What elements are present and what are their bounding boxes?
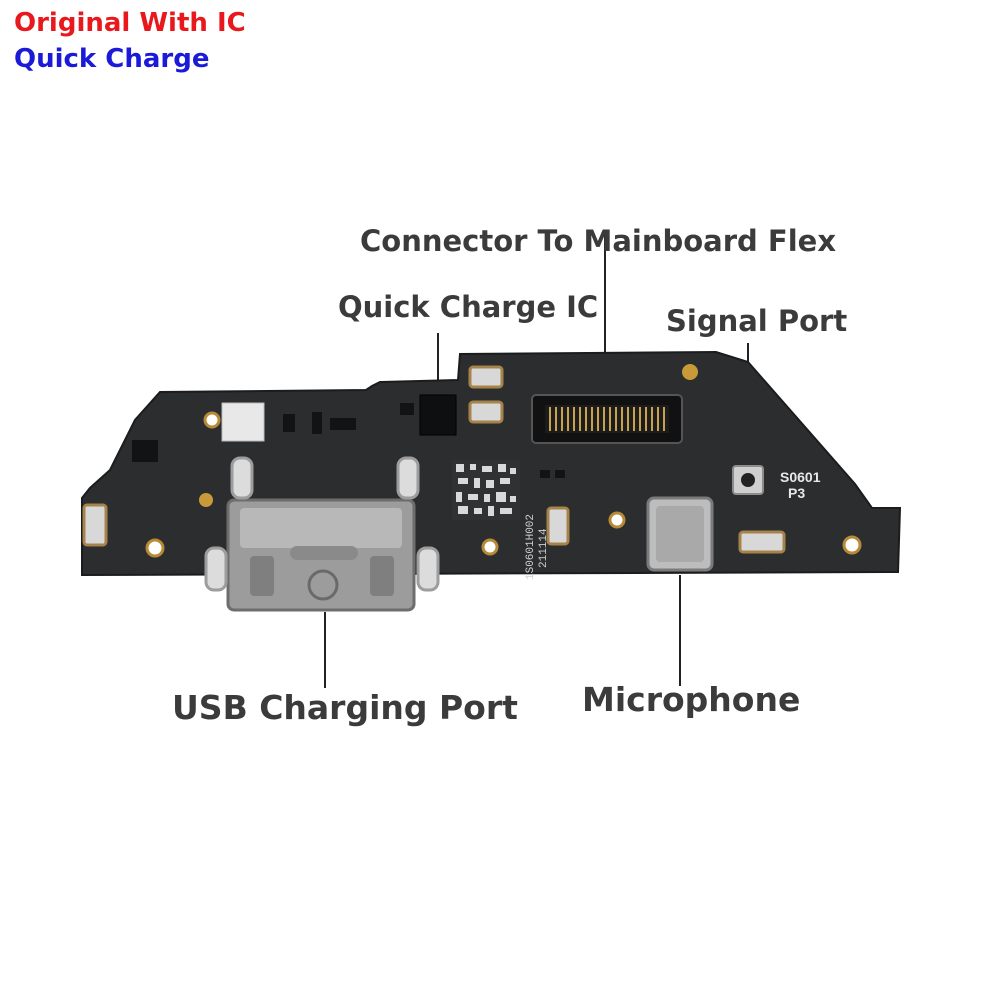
quick-charge-ic-chip [419, 394, 457, 436]
usb-solder-tabs [204, 456, 440, 592]
connector-label: Connector To Mainboard Flex [360, 224, 837, 258]
microphone-label: Microphone [582, 680, 801, 719]
date-code-text: 211114 [538, 528, 550, 568]
mainboard-flex-connector [531, 394, 683, 444]
shield-sticker [221, 402, 265, 442]
quick-charge-ic-label: Quick Charge IC [338, 290, 599, 324]
signal-port-label: Signal Port [666, 304, 848, 338]
part-code-text: 1S0601H002 [525, 514, 537, 580]
quick-charge-tag: Quick Charge [14, 44, 210, 74]
smd-components [132, 403, 565, 478]
test-pads [199, 364, 698, 507]
usb-charging-port-label: USB Charging Port [172, 688, 518, 727]
original-with-ic-tag: Original With IC [14, 8, 246, 38]
signal-port-component [732, 465, 764, 495]
mounting-holes [145, 411, 862, 558]
contact-clips [82, 365, 786, 554]
usb-c-port [226, 498, 416, 612]
silkscreen-s0601: S0601 [780, 469, 821, 485]
silkscreen-p3: P3 [788, 485, 805, 501]
qr-code-label [452, 460, 520, 520]
microphone-component [646, 496, 714, 572]
